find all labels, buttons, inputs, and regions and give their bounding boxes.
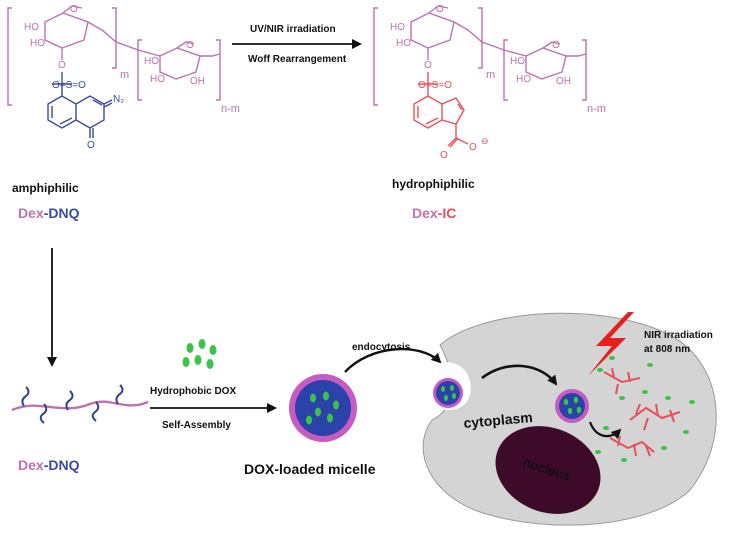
dox-drop <box>194 355 202 365</box>
dex-dnq-structure <box>7 5 221 106</box>
bracket-left-open <box>7 7 12 106</box>
dox-drop <box>327 413 333 423</box>
dex-dnq-chain <box>11 384 149 424</box>
chain-pendant <box>91 401 100 422</box>
sulfonyl-label: O=S=O <box>52 80 86 91</box>
reaction-arrow: UV/NIR irradiation Woff Rearrangement <box>232 24 362 65</box>
ring2-o: O <box>186 40 194 51</box>
carbonyl-o-label: O <box>87 140 95 151</box>
dox-drop <box>209 345 217 355</box>
ho-label: HO <box>24 22 39 33</box>
cytoplasm-label: cytoplasm <box>463 409 533 431</box>
dox-drop <box>182 357 190 367</box>
ho-label: HO <box>510 56 525 67</box>
dox-drop <box>198 339 206 349</box>
dnq-text: O=S=O N₂ O <box>52 80 124 151</box>
carboxylate-o-minus-label: O <box>469 142 477 153</box>
ic-text: O=S=O O O ⊖ <box>418 80 489 161</box>
o-link: O <box>424 60 432 71</box>
oh-label: OH <box>190 76 205 87</box>
nir-label-line1: NIR irradiation <box>644 330 713 341</box>
assembly-label-bottom: Self-Assembly <box>162 420 231 431</box>
micelle-inside-cell <box>555 389 589 423</box>
glucose-ring-2 <box>159 47 201 80</box>
n2-label: N₂ <box>113 94 124 105</box>
nir-label-line2: at 808 nm <box>644 344 690 355</box>
dex-dnq-text: O HO HO O HO HO OH O m n-m <box>24 4 240 115</box>
dex-dnq-bottom-label: Dex-DNQ <box>18 457 80 473</box>
fragment <box>603 367 641 395</box>
subscript-m: m <box>120 69 129 81</box>
ho-label: HO <box>516 74 531 85</box>
ho-label: HO <box>396 38 411 49</box>
subscript-n-m: n-m <box>587 103 606 115</box>
ho-label: HO <box>150 74 165 85</box>
dox-drop <box>310 393 316 403</box>
glucose-ring-1 <box>44 12 89 49</box>
dex-ic-label: Dex-IC <box>412 205 456 221</box>
ring1-o: O <box>70 4 78 15</box>
chain-pendant <box>115 384 124 405</box>
released-dox <box>595 356 695 462</box>
dex-ic-text: O HO HO O HO HO OH O m n-m <box>390 4 606 115</box>
dox-drop <box>323 391 329 401</box>
endocytosis-label: endocytosis <box>352 342 411 353</box>
dox-drops <box>182 339 217 369</box>
bracket-m-close <box>112 7 117 69</box>
arrow-label-top: UV/NIR irradiation <box>250 24 336 35</box>
lightning-bolt-icon <box>588 312 634 376</box>
subscript-n-m: n-m <box>221 103 240 115</box>
subscript-m: m <box>486 69 495 81</box>
assembly-label-top: Hydrophobic DOX <box>150 386 236 397</box>
chain-pendant <box>65 390 74 411</box>
amphiphilic-label: amphiphilic <box>12 181 79 195</box>
dox-drop <box>186 343 194 353</box>
dex-ic-structure <box>373 5 587 106</box>
ring1-o: O <box>436 4 444 15</box>
ho-label: HO <box>30 38 45 49</box>
micelle-in-pocket <box>433 378 463 408</box>
o-link: O <box>58 60 66 71</box>
chain-pendant <box>21 386 30 407</box>
chain-pendant <box>39 403 48 424</box>
ring2-o: O <box>552 40 560 51</box>
ho-label: HO <box>390 22 405 33</box>
released-fragments <box>603 367 681 457</box>
sulfonyl-label: O=S=O <box>418 80 452 91</box>
dox-drop <box>315 407 321 417</box>
micelle-core <box>295 380 351 436</box>
ic-group <box>413 72 469 148</box>
fragment <box>609 435 655 457</box>
release-arrow <box>588 421 622 440</box>
nucleus <box>495 426 601 514</box>
micelle-label: DOX-loaded micelle <box>244 461 376 477</box>
hydrophiphilic-label: hydrophiphilic <box>392 177 475 191</box>
endocytosis-arrow <box>344 347 442 373</box>
chain-backbone <box>11 400 149 412</box>
dox-loaded-micelle <box>289 374 357 442</box>
bracket-nm-open <box>137 39 142 101</box>
dox-drop <box>333 400 339 410</box>
dex-dnq-top-label: Dex-DNQ <box>18 205 80 221</box>
dnq-group <box>47 72 113 138</box>
ho-label: HO <box>144 56 159 67</box>
oh-label: OH <box>556 76 571 87</box>
carboxylate-o-label: O <box>440 150 448 161</box>
internalization-arrow <box>481 364 558 386</box>
dox-drop <box>206 359 214 369</box>
dox-drop <box>306 415 312 425</box>
negative-charge-icon: ⊖ <box>481 136 489 146</box>
arrow-label-bottom: Woff Rearrangement <box>248 54 347 65</box>
bracket-nm-close <box>216 39 221 101</box>
fragment <box>629 403 681 431</box>
